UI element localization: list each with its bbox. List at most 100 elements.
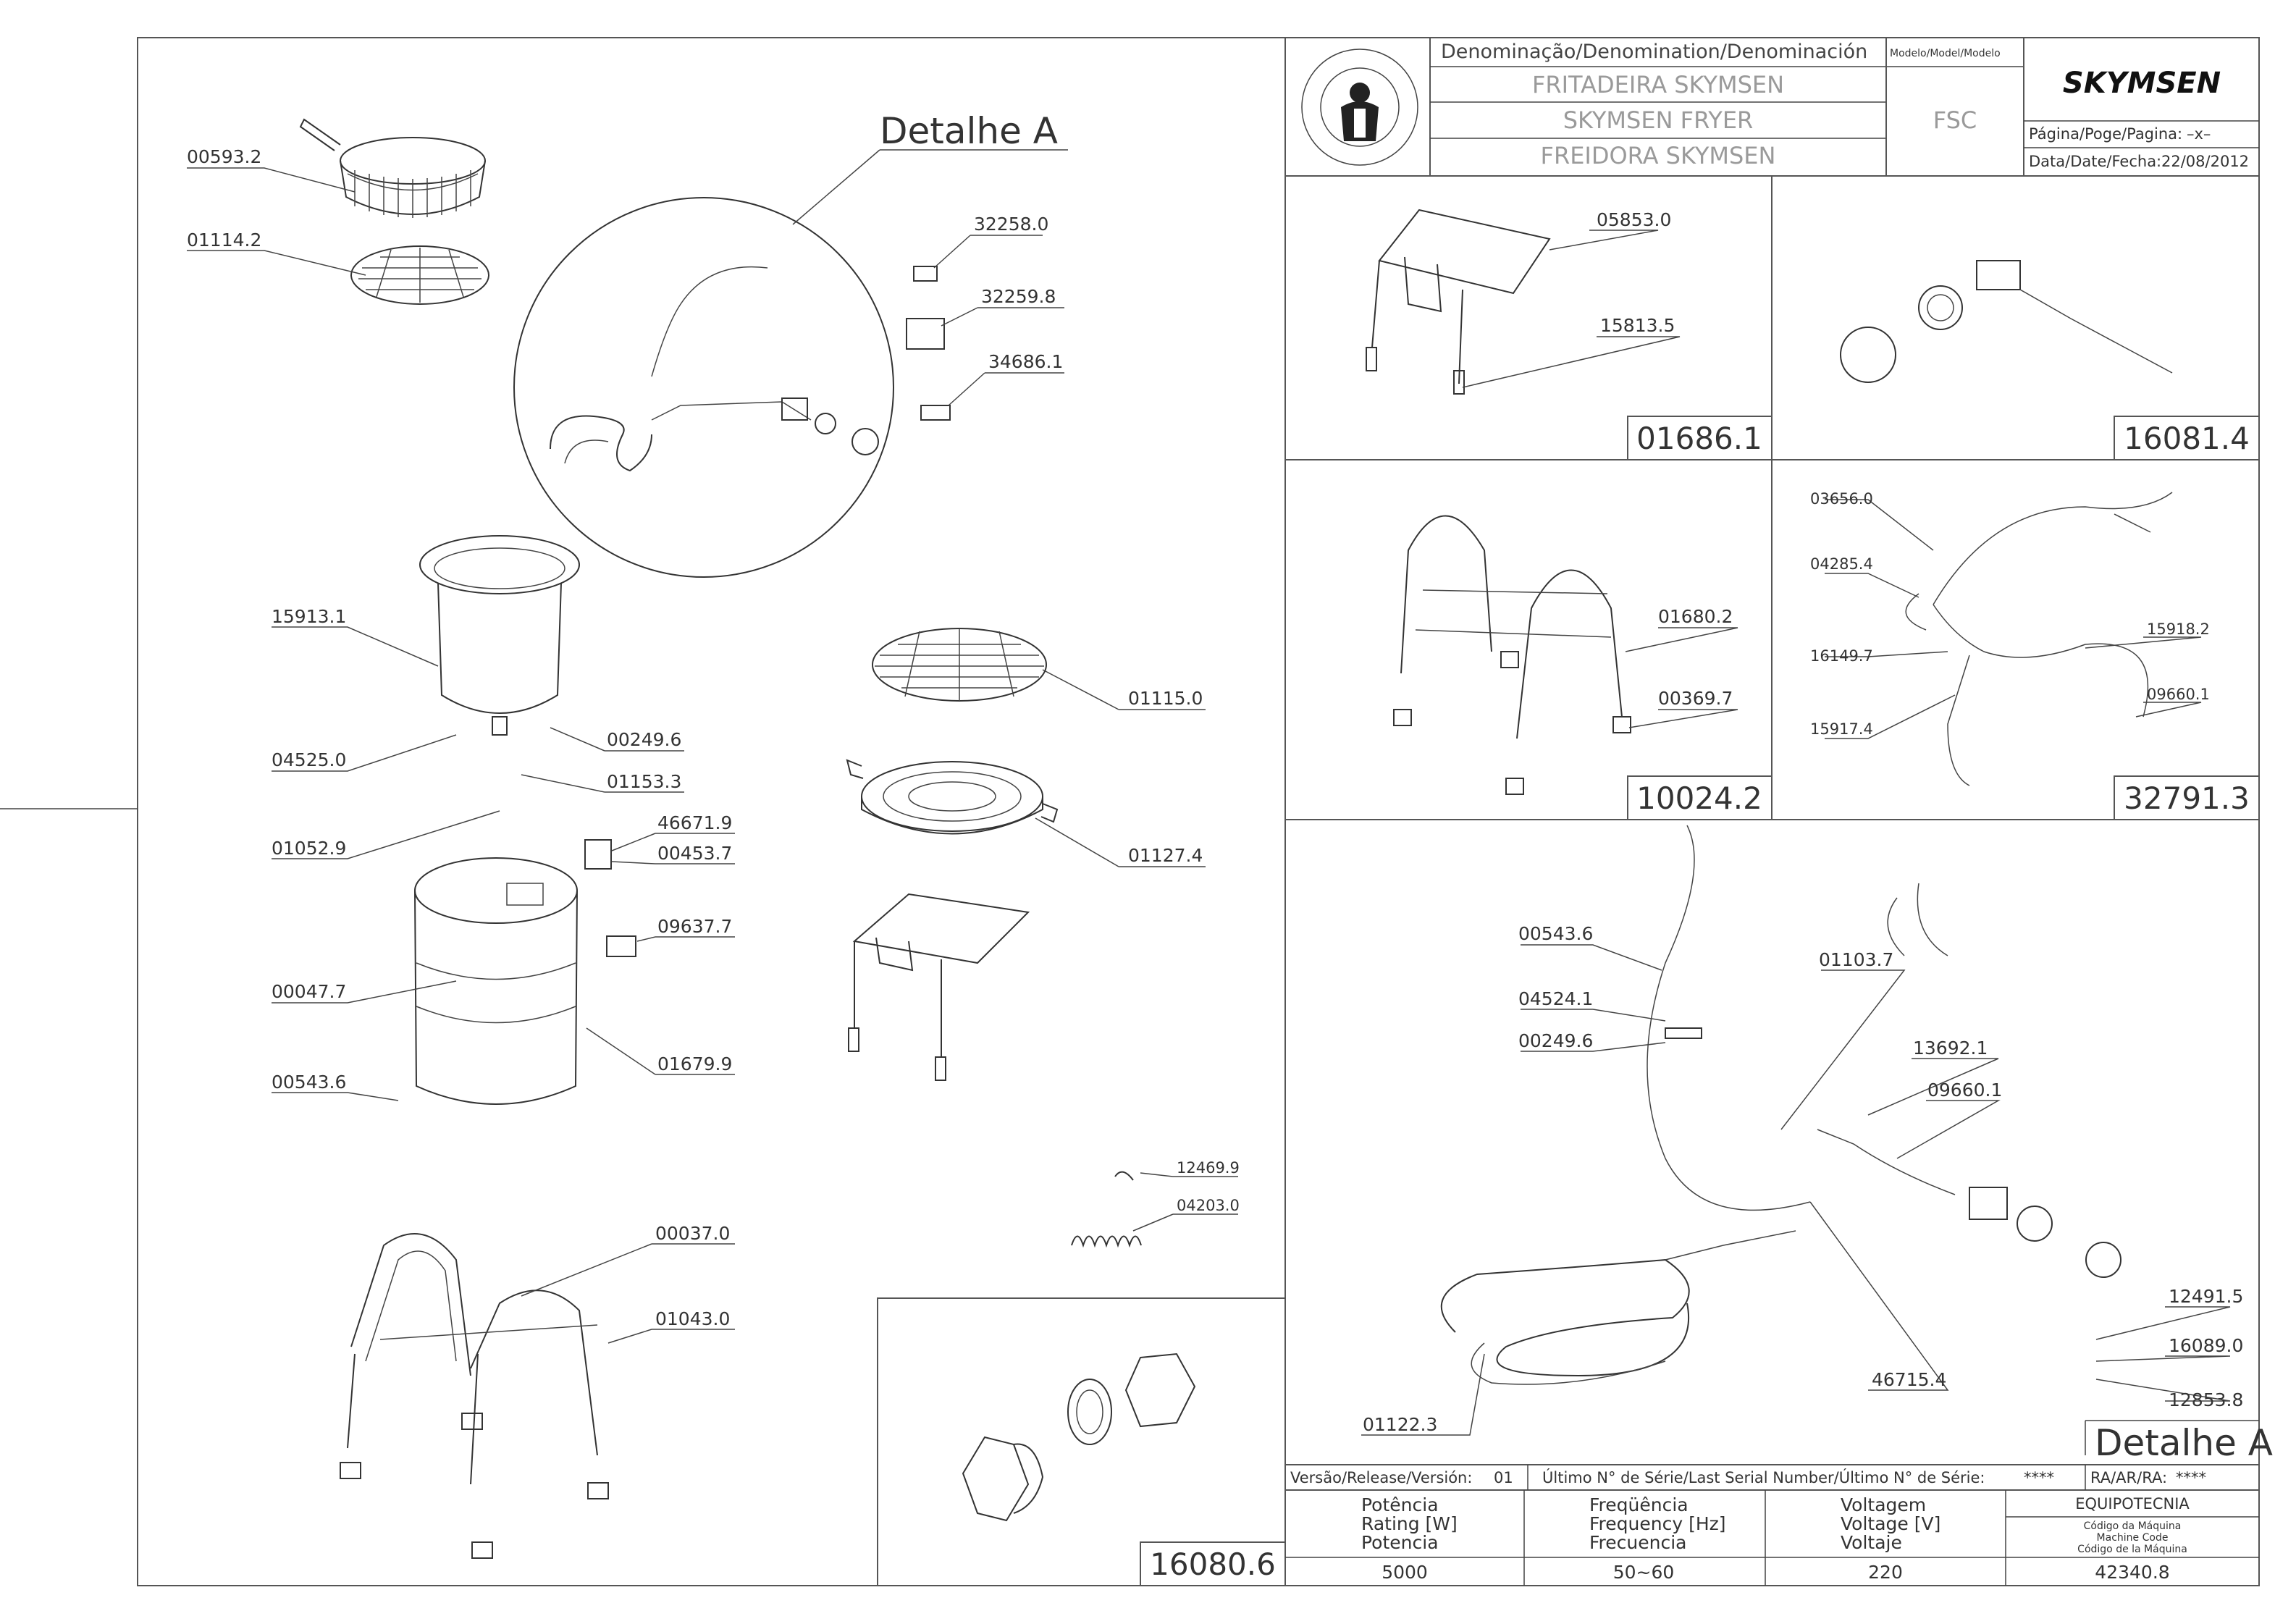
part-label: 00593.2: [187, 146, 261, 167]
part-label: 01122.3: [1363, 1414, 1437, 1435]
subassembly-codes: 01686.1 16081.4 10024.2 32791.3 16080.6: [1150, 416, 2260, 1582]
part-label: 09660.1: [1927, 1080, 2002, 1101]
part-label: 16149.7: [1810, 647, 1873, 665]
decal-rating: [606, 935, 636, 957]
denomination-header: Denominação/Denomination/Denominación: [1441, 41, 1867, 63]
company-name: EQUIPOTECNIA: [2075, 1495, 2190, 1512]
name-spanish: FREIDORA SKYMSEN: [1541, 142, 1776, 169]
decal-blank: [920, 405, 951, 421]
part-label: 12469.9: [1177, 1159, 1240, 1177]
part-label: 32259.8: [981, 286, 1056, 307]
mesh-disc-large: [872, 628, 1047, 702]
part-label: 15917.4: [1810, 720, 1873, 738]
drawing-frames: [0, 37, 2260, 1586]
detail-a-title: Detalhe A: [880, 110, 1058, 152]
ra-value: ****: [2176, 1469, 2206, 1486]
subassembly-code: 10024.2: [1636, 781, 1762, 816]
part-label: 00453.7: [657, 843, 732, 864]
part-label: 00249.6: [607, 729, 681, 750]
brand-logo: SKYMSEN: [2063, 67, 2221, 100]
subassembly-code: 16080.6: [1150, 1547, 1276, 1582]
part-label: 00047.7: [272, 981, 346, 1002]
part-label: 34686.1: [988, 351, 1063, 372]
part-label: 15918.2: [2147, 620, 2210, 638]
part-label: 01680.2: [1658, 606, 1733, 627]
date-label: Data/Date/Fecha:: [2029, 153, 2161, 170]
machine-code-value: 42340.8: [2095, 1562, 2169, 1583]
part-label: 01115.0: [1128, 688, 1203, 709]
part-label: 12491.5: [2169, 1286, 2243, 1307]
part-label: 15913.1: [272, 606, 346, 627]
part-label: 00249.6: [1518, 1030, 1593, 1051]
subassembly-code: 32791.3: [2124, 781, 2250, 816]
power-label: Potencia: [1361, 1532, 1439, 1553]
part-label: 00543.6: [272, 1072, 346, 1093]
subassembly-01686-graphic: [1366, 209, 1551, 395]
ra-label: RA/AR/RA:: [2090, 1469, 2167, 1486]
mesh-disc-small: [350, 245, 489, 305]
power-label: Rating [W]: [1361, 1513, 1458, 1534]
part-label: 01114.2: [187, 230, 261, 251]
oil-pot: [419, 535, 580, 736]
power-label: Potência: [1361, 1494, 1439, 1515]
part-label: 01052.9: [272, 838, 346, 859]
frying-basket: [299, 118, 486, 218]
model-header: Modelo/Model/Modelo: [1890, 48, 2001, 59]
fryer-body: [414, 839, 612, 1105]
frequency-label: Frequency [Hz]: [1589, 1513, 1726, 1534]
part-label: 01043.0: [655, 1308, 730, 1329]
part-label: 03656.0: [1810, 490, 1873, 508]
subassembly-code: 16081.4: [2124, 421, 2250, 456]
part-label: 09637.7: [657, 916, 732, 937]
leader-lines: [187, 167, 2259, 1455]
page-label: Página/Poge/Pagina:: [2029, 125, 2182, 143]
frequency-value: 50~60: [1613, 1562, 1675, 1583]
voltage-value: 220: [1868, 1562, 1903, 1583]
part-label: 09660.1: [2147, 686, 2210, 703]
serial-value: ****: [2024, 1469, 2054, 1486]
detail-a-callout: Detalhe A: [513, 110, 1068, 578]
detail-a-wiring-graphic: [1440, 825, 2122, 1385]
part-label: 32258.0: [974, 214, 1048, 235]
part-label: 00543.6: [1518, 923, 1593, 944]
part-label: 04524.1: [1518, 988, 1593, 1009]
detail-a-title: Detalhe A: [2095, 1422, 2273, 1464]
title-block: Denominação/Denomination/Denominación Mo…: [1301, 38, 2259, 176]
decal-small: [913, 266, 938, 282]
frequency-label: Freqüência: [1589, 1494, 1689, 1515]
subassembly-16080-graphic: [962, 1352, 1196, 1522]
leg-stand: [340, 1233, 609, 1559]
voltage-label: Voltaje: [1841, 1532, 1902, 1553]
part-label: 01127.4: [1128, 845, 1203, 866]
part-label: 12853.8: [2169, 1389, 2243, 1410]
machine-code-label: Machine Code: [2097, 1532, 2169, 1544]
subassembly-10024-graphic: [1393, 515, 1631, 795]
part-label: 01679.9: [657, 1053, 732, 1074]
part-label: 15813.5: [1600, 315, 1675, 336]
part-labels: 00593.2 01114.2 32258.0 32259.8 34686.1 …: [187, 146, 2273, 1464]
spring: [1071, 1171, 1142, 1248]
version-value: 01: [1494, 1469, 1513, 1486]
part-label: 01103.7: [1819, 949, 1893, 970]
page-value: –x–: [2187, 125, 2211, 143]
name-english: SKYMSEN FRYER: [1563, 106, 1754, 134]
version-label: Versão/Release/Versión:: [1290, 1469, 1472, 1486]
voltage-label: Voltagem: [1841, 1494, 1926, 1515]
part-label: 00037.0: [655, 1223, 730, 1244]
voltage-label: Voltage [V]: [1841, 1513, 1940, 1534]
drip-tray: [846, 759, 1059, 835]
part-label: 46715.4: [1872, 1369, 1946, 1390]
subassembly-16081-graphic: [1840, 260, 2173, 383]
part-label: 16089.0: [2169, 1335, 2243, 1356]
serial-label: Último N° de Série/Last Serial Number/Úl…: [1542, 1468, 1985, 1486]
machine-code-label: Código de la Máquina: [2077, 1544, 2187, 1555]
main-exploded-view: [299, 118, 1142, 1559]
decal-label: [906, 318, 945, 350]
frequency-label: Frecuencia: [1589, 1532, 1687, 1553]
part-label: 04203.0: [1177, 1197, 1240, 1214]
subassembly-code: 01686.1: [1636, 421, 1762, 456]
power-value: 5000: [1382, 1562, 1428, 1583]
part-label: 00369.7: [1658, 688, 1733, 709]
part-label: 46671.9: [657, 812, 732, 833]
